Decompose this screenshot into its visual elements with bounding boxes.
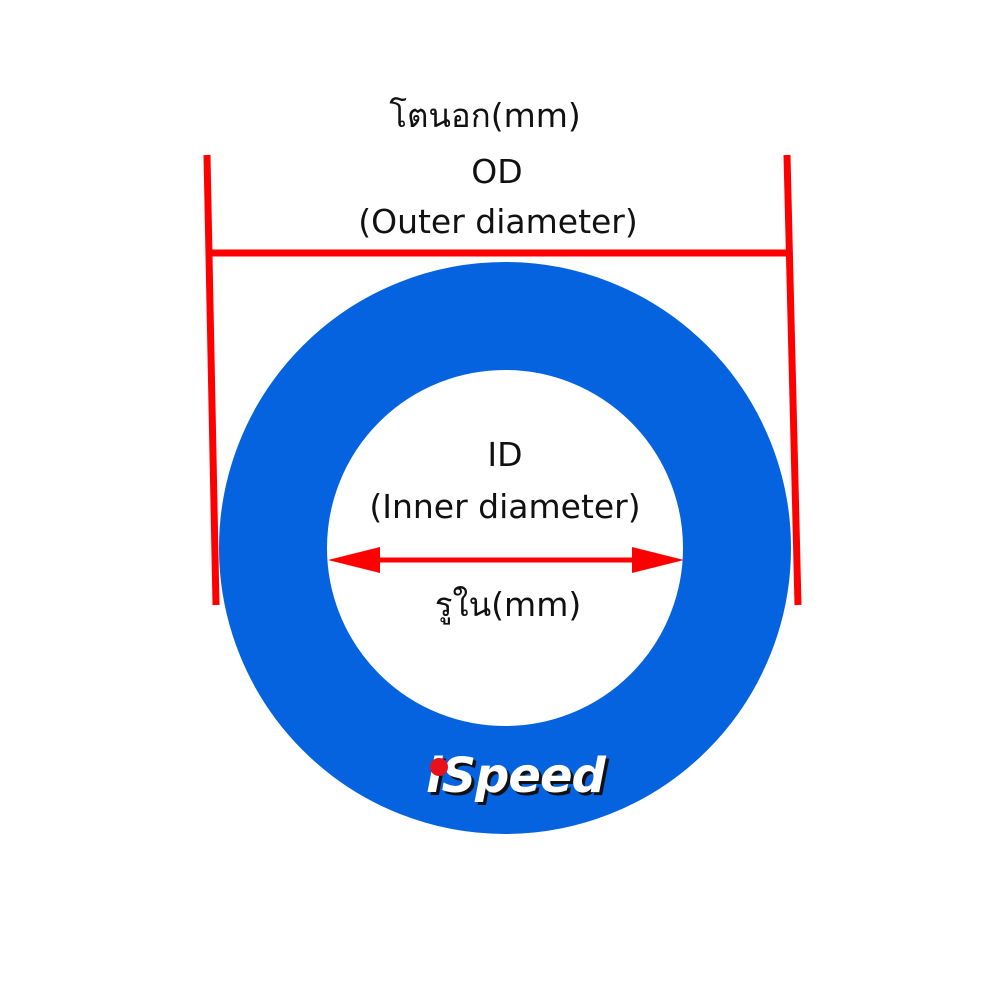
- tube-ring: [219, 262, 791, 834]
- id-arrow-left-icon: [328, 547, 380, 573]
- od-full-label: (Outer diameter): [358, 202, 638, 241]
- od-right-line: [783, 154, 802, 606]
- id-thai-label: รูใน(mm): [434, 585, 582, 624]
- logo-red-dot-icon: [430, 758, 448, 776]
- id-arrow-right-icon: [632, 547, 684, 573]
- od-thai-label: โตนอก(mm): [389, 96, 581, 135]
- id-label: ID: [487, 435, 523, 474]
- logo-text: iSpeed: [426, 748, 606, 804]
- ispeed-logo: iSpeed: [420, 748, 610, 812]
- od-label: OD: [471, 152, 523, 191]
- id-full-label: (Inner diameter): [369, 487, 641, 526]
- od-left-line: [203, 154, 220, 606]
